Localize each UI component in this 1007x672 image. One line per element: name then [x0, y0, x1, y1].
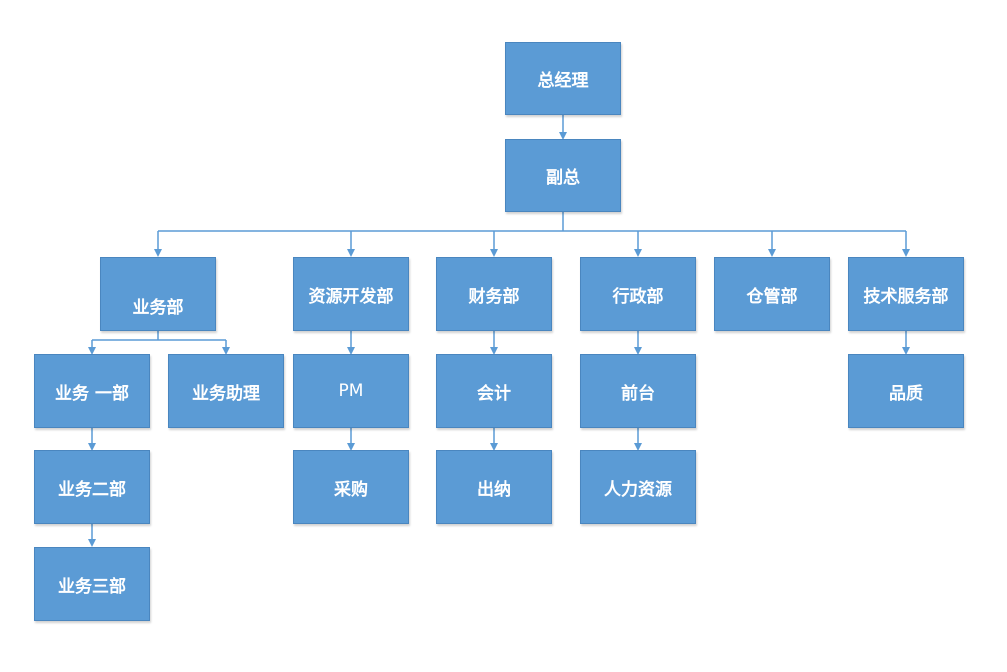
- node-accounting: 会计: [436, 354, 552, 428]
- node-pm: PM: [293, 354, 409, 428]
- node-purchasing: 采购: [293, 450, 409, 524]
- node-tech-service: 技术服务部: [848, 257, 964, 331]
- node-finance: 财务部: [436, 257, 552, 331]
- node-reception: 前台: [580, 354, 696, 428]
- node-sales-1: 业务 一部: [34, 354, 150, 428]
- node-ceo: 总经理: [505, 42, 621, 115]
- node-resource-dev: 资源开发部: [293, 257, 409, 331]
- node-hr: 人力资源: [580, 450, 696, 524]
- node-vp: 副总: [505, 139, 621, 212]
- node-sales: 业务部: [100, 257, 216, 331]
- node-sales-3: 业务三部: [34, 547, 150, 621]
- node-sales-2: 业务二部: [34, 450, 150, 524]
- node-warehouse: 仓管部: [714, 257, 830, 331]
- node-quality: 品质: [848, 354, 964, 428]
- node-cashier: 出纳: [436, 450, 552, 524]
- node-admin: 行政部: [580, 257, 696, 331]
- node-sales-assistant: 业务助理: [168, 354, 284, 428]
